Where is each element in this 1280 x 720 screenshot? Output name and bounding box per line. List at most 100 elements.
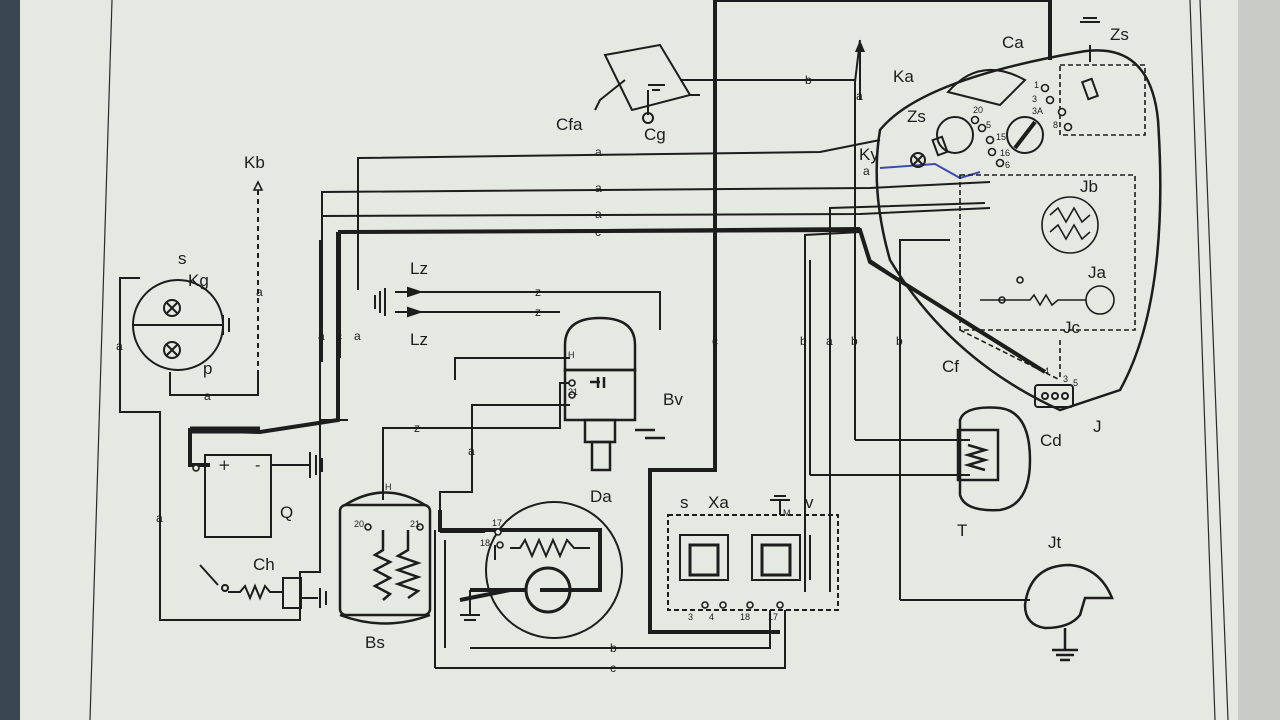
wire-label: a xyxy=(856,89,863,103)
label-cfa: Cfa xyxy=(556,115,583,134)
label-kg: Kg xyxy=(188,271,209,290)
ca-gauge xyxy=(910,17,1100,168)
label-cg: Cg xyxy=(644,125,666,144)
label-kg-s: s xyxy=(178,249,187,268)
terminal-q-plus: + xyxy=(218,456,231,474)
label-kb: Kb xyxy=(244,153,265,172)
terminal-ca-8: 8 xyxy=(1053,120,1058,130)
label-lz2: Lz xyxy=(410,330,428,349)
label-lz1: Lz xyxy=(410,259,428,278)
blue-wire xyxy=(879,162,981,180)
lz-lights xyxy=(374,286,424,318)
da-dynamo xyxy=(460,501,623,639)
component-labels: Kb s Kg p Lz Lz Bv Q Ch Bs Da s Xa v Cfa… xyxy=(178,25,1129,652)
bs-coil xyxy=(338,491,432,625)
terminal-ca-1: 1 xyxy=(1034,80,1039,90)
terminal-xa-3: 3 xyxy=(688,612,693,622)
wire-label: z xyxy=(535,305,541,319)
label-zs1: Zs xyxy=(907,107,926,126)
label-t: T xyxy=(957,521,967,540)
label-xa: Xa xyxy=(708,493,729,512)
terminal-ka-16: 16 xyxy=(1000,148,1010,158)
wire-label: a xyxy=(595,181,602,195)
terminal-cd-4: 4 xyxy=(1044,366,1049,376)
terminal-da-17: 17 xyxy=(492,518,502,528)
wire-label: b xyxy=(800,334,807,348)
wire-label: a xyxy=(204,389,211,403)
q-battery xyxy=(204,452,323,538)
wire-label: b xyxy=(805,73,812,87)
terminal-ka-15: 15 xyxy=(996,132,1006,142)
terminal-ka-6: 6 xyxy=(1005,160,1010,170)
wire-label: a xyxy=(468,444,475,458)
terminal-xa-18: 18 xyxy=(740,612,750,622)
terminal-cd-3: 3 xyxy=(1063,374,1068,384)
bv-distributor xyxy=(563,316,665,472)
terminal-xa-17: 17 xyxy=(768,612,778,622)
arrows xyxy=(855,40,865,52)
terminal-ca-3: 3 xyxy=(1032,94,1037,104)
wire-label: c xyxy=(336,329,342,343)
terminal-xa-4: 4 xyxy=(709,612,714,622)
terminal-cd-5: 5 xyxy=(1073,378,1078,388)
wires-thick xyxy=(188,0,1052,634)
wire-label: a xyxy=(318,329,325,343)
label-cd: Cd xyxy=(1040,431,1062,450)
label-ca: Ca xyxy=(1002,33,1024,52)
wire-label: a xyxy=(826,334,833,348)
terminal-bv-21: 21 xyxy=(568,387,578,397)
terminal-bs-20: 20 xyxy=(354,519,364,529)
wire-label: a xyxy=(156,511,163,525)
label-ch: Ch xyxy=(253,555,275,574)
paper-edge xyxy=(1238,0,1280,720)
ch-switch xyxy=(199,564,327,609)
label-cf: Cf xyxy=(942,357,959,376)
terminal-dots xyxy=(192,83,1073,609)
label-jc: Jc xyxy=(1063,318,1081,337)
wire-label: a xyxy=(256,285,263,299)
terminal-bs-21: 21 xyxy=(410,519,420,529)
t-horn xyxy=(956,406,1032,512)
cfa-cg xyxy=(594,43,700,124)
label-ky: Ky xyxy=(859,145,879,164)
wire-label: c xyxy=(712,334,718,348)
wire-label: z xyxy=(414,421,420,435)
label-ja: Ja xyxy=(1088,263,1107,282)
label-xa-v: v xyxy=(805,493,814,512)
kb-arrow xyxy=(252,180,264,191)
wire-label: a xyxy=(595,145,602,159)
wire-letters: a a a a a c a a a a c z z z a c b a a b … xyxy=(116,73,903,675)
wire-label: a xyxy=(116,339,123,353)
terminal-ka-20: 20 xyxy=(973,105,983,115)
label-q: Q xyxy=(280,503,293,522)
wire-label: c xyxy=(595,225,601,239)
label-j: J xyxy=(1093,417,1102,436)
page-frame xyxy=(89,0,1229,720)
wire-label: b xyxy=(610,641,617,655)
terminal-ka-5: 5 xyxy=(986,120,991,130)
wire-label: a xyxy=(863,164,870,178)
j-internals xyxy=(959,64,1146,381)
wire-label: b xyxy=(851,334,858,348)
cd-connector xyxy=(1034,384,1074,408)
label-jt: Jt xyxy=(1048,533,1062,552)
wire-label: c xyxy=(610,661,616,675)
j-housing xyxy=(875,49,1162,412)
terminal-q-minus: - xyxy=(255,456,260,474)
terminal-bs-h: H xyxy=(385,482,392,492)
wire-label: z xyxy=(535,285,541,299)
wire-label: a xyxy=(354,329,361,343)
jt-light xyxy=(1023,563,1114,662)
wire-label: a xyxy=(595,207,602,221)
terminal-da-18: 18 xyxy=(480,538,490,548)
label-xa-s: s xyxy=(680,493,689,512)
terminal-bv-h: H xyxy=(568,350,575,360)
label-da: Da xyxy=(590,487,612,506)
label-bv: Bv xyxy=(663,390,683,409)
wire-label: b xyxy=(896,334,903,348)
label-bs: Bs xyxy=(365,633,385,652)
terminal-ca-3a: 3A xyxy=(1032,106,1043,116)
label-jb: Jb xyxy=(1080,177,1098,196)
terminal-numbers: 20 21 H H 21 17 18 3 4 18 17 M 4 3 5 1 3… xyxy=(218,80,1078,622)
